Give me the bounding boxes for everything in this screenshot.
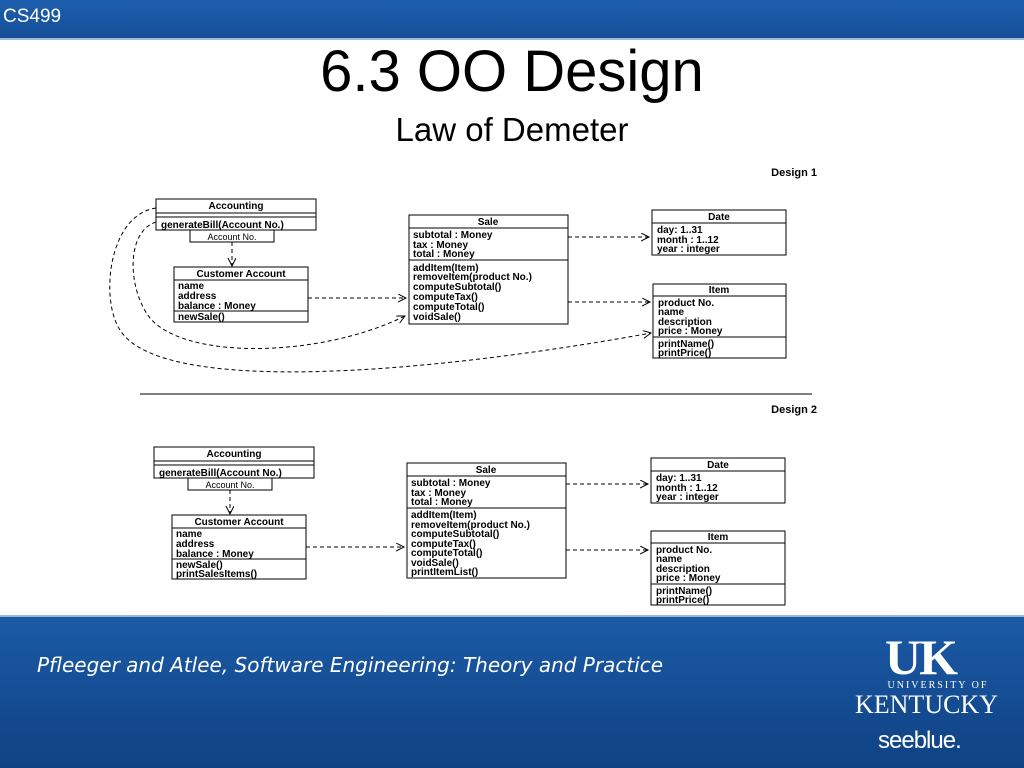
design1-accounting-operation: generateBill(Account No.) xyxy=(161,220,284,231)
design2-accounting-operation: generateBill(Account No.) xyxy=(159,468,282,479)
design1-customer-class: Customer Account name address balance : … xyxy=(173,266,309,323)
footer-bar xyxy=(0,617,1024,768)
design1-sale-op: removeItem(product No.) xyxy=(413,272,532,283)
design1-sale-class: Sale subtotal : Money tax : Money total … xyxy=(408,214,569,325)
design1-customer-name: Customer Account xyxy=(196,269,286,280)
design2-sale-op: addItem(Item) xyxy=(411,510,477,521)
design2-sale-attr: subtotal : Money xyxy=(411,478,491,489)
design2-item-op: printName() xyxy=(656,586,712,597)
design1-item-name: Item xyxy=(709,285,730,296)
slide-subtitle: Law of Demeter xyxy=(395,111,629,148)
design2-item-op: printPrice() xyxy=(656,595,709,606)
design2-sale-op: computeSubtotal() xyxy=(411,529,499,540)
uk-logo-kentucky: KENTUCKY xyxy=(855,690,998,719)
design1-group: Accounting generateBill(Account No.) Acc… xyxy=(109,198,787,373)
design2-sale-op: removeItem(product No.) xyxy=(411,520,530,531)
design2-date-attr: day: 1..31 xyxy=(656,473,702,484)
design2-sale-op: computeTax() xyxy=(411,539,476,550)
design2-customer-attr: balance : Money xyxy=(176,549,254,560)
design2-item-attr: name xyxy=(656,554,683,565)
header-bar xyxy=(0,0,1024,38)
design1-sale-op: computeTax() xyxy=(413,292,478,303)
design2-group: Accounting generateBill(Account No.) Acc… xyxy=(153,446,786,606)
design2-item-attr: price : Money xyxy=(656,573,721,584)
design2-date-class: Date day: 1..31 month : 1..12 year : int… xyxy=(650,457,786,504)
design1-date-class: Date day: 1..31 month : 1..12 year : int… xyxy=(651,209,787,256)
design1-sale-op: voidSale() xyxy=(413,312,461,323)
design2-accounting-class: Accounting generateBill(Account No.) Acc… xyxy=(153,446,315,491)
design2-sale-attr: tax : Money xyxy=(411,488,466,499)
design1-date-attr: day: 1..31 xyxy=(657,225,703,236)
design2-customer-attr: name xyxy=(176,529,203,540)
design1-item-attr: name xyxy=(658,307,685,318)
design1-customer-attr: address xyxy=(178,291,217,302)
design2-accounting-name: Accounting xyxy=(207,449,262,460)
design1-sale-op: addItem(Item) xyxy=(413,263,479,274)
seeblue-logo: seeblue. xyxy=(878,727,962,754)
design2-sale-name: Sale xyxy=(476,465,497,476)
design1-item-attr: description xyxy=(658,317,712,328)
design1-date-attr: month : 1..12 xyxy=(657,235,719,246)
footer-citation: Pfleeger and Atlee, Software Engineering… xyxy=(37,653,664,677)
uk-logo-university: UNIVERSITY OF xyxy=(887,680,989,691)
design1-item-class: Item product No. name description price … xyxy=(652,283,787,359)
design2-sale-op: voidSale() xyxy=(411,558,459,569)
design1-item-op: printPrice() xyxy=(658,348,711,359)
design1-accounting-class: Accounting generateBill(Account No.) Acc… xyxy=(155,198,317,243)
design2-item-name: Item xyxy=(708,532,729,543)
design1-item-op: printName() xyxy=(658,339,714,350)
design1-item-attr: product No. xyxy=(658,298,714,309)
header-divider xyxy=(0,38,1024,40)
design2-accounting-qualifier: Account No. xyxy=(205,480,254,490)
design2-sale-op: computeTotal() xyxy=(411,548,482,559)
design2-customer-class: Customer Account name address balance : … xyxy=(171,514,307,580)
design2-customer-name: Customer Account xyxy=(194,517,284,528)
slide-title: 6.3 OO Design xyxy=(320,39,704,104)
design2-date-attr: year : integer xyxy=(656,492,719,503)
footer-divider xyxy=(0,615,1024,618)
design2-label: Design 2 xyxy=(771,404,817,416)
design1-sale-op: computeTotal() xyxy=(413,302,484,313)
design2-sale-class: Sale subtotal : Money tax : Money total … xyxy=(406,462,567,579)
design1-label: Design 1 xyxy=(771,167,817,179)
design1-arrow-accounting-item xyxy=(109,207,651,373)
design1-accounting-name: Accounting xyxy=(209,201,264,212)
design1-customer-op: newSale() xyxy=(178,312,225,323)
uk-logo: UK xyxy=(885,629,958,685)
design1-arrow-accounting-sale xyxy=(132,221,405,349)
design1-sale-attr: subtotal : Money xyxy=(413,230,493,241)
design2-sale-attr: total : Money xyxy=(411,497,473,508)
design1-sale-name: Sale xyxy=(478,217,499,228)
design1-sale-attr: tax : Money xyxy=(413,240,468,251)
design2-customer-attr: address xyxy=(176,539,215,550)
design1-customer-attr: balance : Money xyxy=(178,301,256,312)
design1-customer-attr: name xyxy=(178,281,205,292)
design1-date-name: Date xyxy=(708,212,730,223)
design2-customer-op: printSalesItems() xyxy=(176,569,257,580)
design2-customer-op: newSale() xyxy=(176,560,223,571)
design2-date-name: Date xyxy=(707,460,729,471)
design2-item-attr: product No. xyxy=(656,545,712,556)
design2-item-attr: description xyxy=(656,564,710,575)
design2-sale-op: printItemList() xyxy=(411,567,478,578)
design1-sale-attr: total : Money xyxy=(413,249,475,260)
design1-item-attr: price : Money xyxy=(658,326,723,337)
design2-item-class: Item product No. name description price … xyxy=(650,530,786,606)
design1-sale-op: computeSubtotal() xyxy=(413,282,501,293)
design1-date-attr: year : integer xyxy=(657,244,720,255)
course-label: CS499 xyxy=(3,6,62,27)
design2-date-attr: month : 1..12 xyxy=(656,483,718,494)
design1-accounting-qualifier: Account No. xyxy=(207,232,256,242)
